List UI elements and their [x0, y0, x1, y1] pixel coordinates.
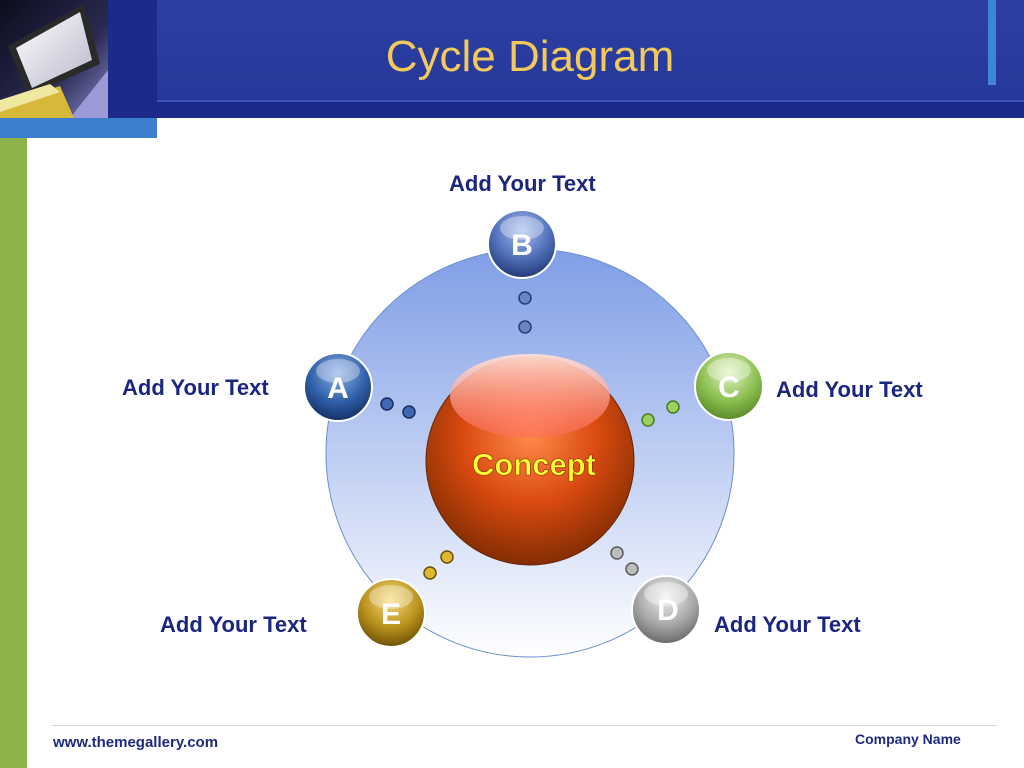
connector-dots-a	[380, 397, 416, 419]
slide-title: Cycle Diagram	[385, 32, 675, 81]
side-bar	[0, 138, 27, 768]
node-c-letter: C	[718, 371, 740, 404]
footer-divider	[52, 725, 997, 726]
node-a-ball	[303, 352, 373, 422]
node-d-letter: D	[657, 594, 679, 627]
connector-dots-c	[641, 400, 680, 427]
node-b-letter: B	[511, 229, 533, 262]
node-a-text: Add Your Text	[122, 375, 269, 400]
connector-dots-b	[518, 291, 532, 334]
node-c-text: Add Your Text	[776, 377, 923, 402]
node-e-text: Add Your Text	[160, 612, 307, 637]
footer-company-name: Company Name	[855, 731, 961, 747]
node-c-ball	[694, 351, 764, 421]
concept-label: Concept	[472, 447, 596, 482]
node-e-letter: E	[381, 598, 401, 631]
monitor-thumbnail-image	[0, 0, 108, 118]
node-d-ball	[631, 575, 701, 645]
header-accent-bar	[988, 0, 996, 85]
concept-sphere	[425, 354, 635, 566]
header-panel	[157, 0, 1024, 100]
node-d-text: Add Your Text	[714, 612, 861, 637]
connector-dots-e	[423, 550, 454, 580]
node-e-ball	[356, 578, 426, 648]
connector-dots-d	[610, 546, 639, 576]
node-a-letter: A	[327, 372, 349, 405]
footer-website: www.themegallery.com	[53, 734, 219, 751]
header-rule	[157, 100, 1024, 102]
node-b-ball	[487, 209, 557, 279]
accent-strip	[0, 118, 157, 138]
node-b-text: Add Your Text	[449, 171, 596, 196]
